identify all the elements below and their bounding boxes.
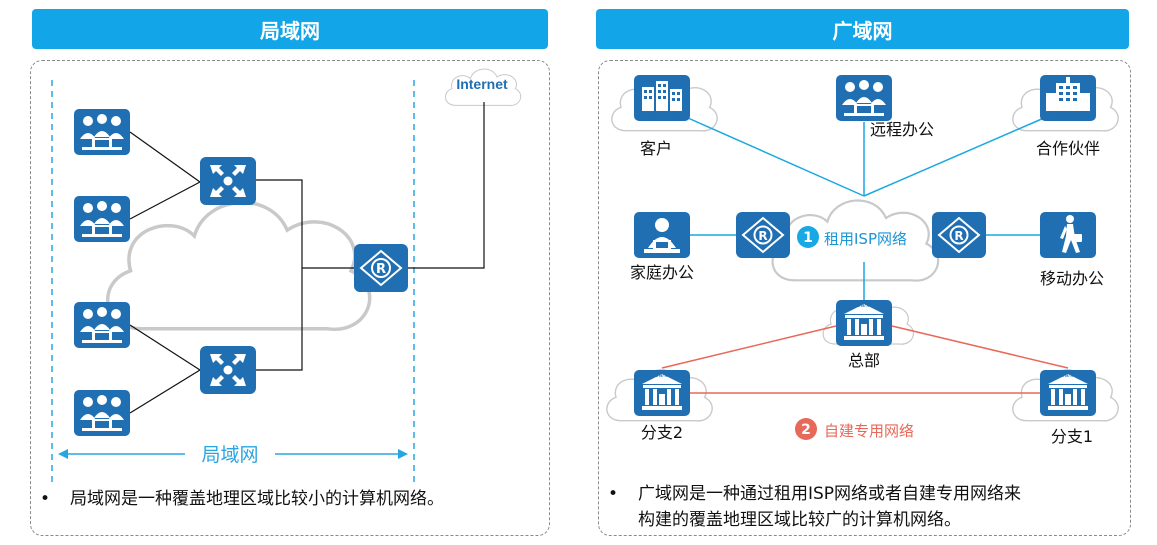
wan-description: • 广域网是一种通过租用ISP网络或者自建专用网络来 构建的覆盖地理区域比较广的… [608,481,1128,535]
lan-panel-title: 局域网 [32,9,548,49]
mobile-office-label: 移动办公 [1040,269,1104,288]
svg-text:R: R [376,262,386,277]
wan-router-left-icon: R [736,212,790,258]
workgroup-4-icon [74,390,130,436]
svg-text:Bank: Bank [654,372,670,379]
lan-links [129,102,485,414]
lan-span-label: 局域网 [201,444,258,466]
internet-label: Internet [456,76,508,92]
bullet-dot: • [40,489,51,509]
workgroup-2-icon [74,196,130,242]
wan-panel [598,60,1131,536]
remote-office-icon [836,75,892,121]
lan-panel [30,60,550,536]
svg-text:R: R [758,229,767,243]
isp-label: 租用ISP网络 [824,230,907,248]
isp-number-badge [797,226,819,248]
customer-label: 客户 [640,139,672,158]
bullet-dot: • [608,484,619,504]
hq-label: 总部 [848,351,880,370]
wan-panel-title: 广域网 [596,9,1129,49]
svg-text:Bank: Bank [856,302,872,309]
wan-description-line1: 广域网是一种通过租用ISP网络或者自建专用网络来 [638,484,1022,504]
lan-router-icon: R [354,244,408,292]
enterprise-tag: Enterprise [639,111,687,120]
switch-1-icon [200,157,256,205]
branch2-label: 分支2 [641,423,683,442]
lan-description-text: 局域网是一种覆盖地理区域比较小的计算机网络。 [70,489,444,509]
workgroup-1-icon [74,109,130,155]
finance-tag: Finance [1050,111,1086,120]
mobile-office-icon [1040,212,1096,258]
private-number-badge [795,418,817,440]
lan-span-arrow [58,440,408,466]
isp-links [687,117,1045,300]
home-office-icon [634,212,690,258]
switch-2-icon [200,346,256,394]
workgroup-3-icon [74,302,130,348]
private-label: 自建专用网络 [824,422,914,440]
partner-label: 合作伙伴 [1036,139,1100,158]
private-links [661,325,1069,394]
lan-cloud [108,202,370,329]
wan-router-right-icon: R [932,212,986,258]
wan-description-line2: 构建的覆盖地理区域比较广的计算机网络。 [638,510,961,530]
svg-text:R: R [954,229,963,243]
lan-description: • 局域网是一种覆盖地理区域比较小的计算机网络。 [40,486,540,514]
svg-text:Bank: Bank [1060,372,1076,379]
svg-text:1: 1 [803,230,813,246]
branch1-label: 分支1 [1051,427,1093,446]
svg-text:2: 2 [801,422,811,438]
remote-office-label: 远程办公 [870,120,934,139]
home-office-label: 家庭办公 [630,263,694,282]
